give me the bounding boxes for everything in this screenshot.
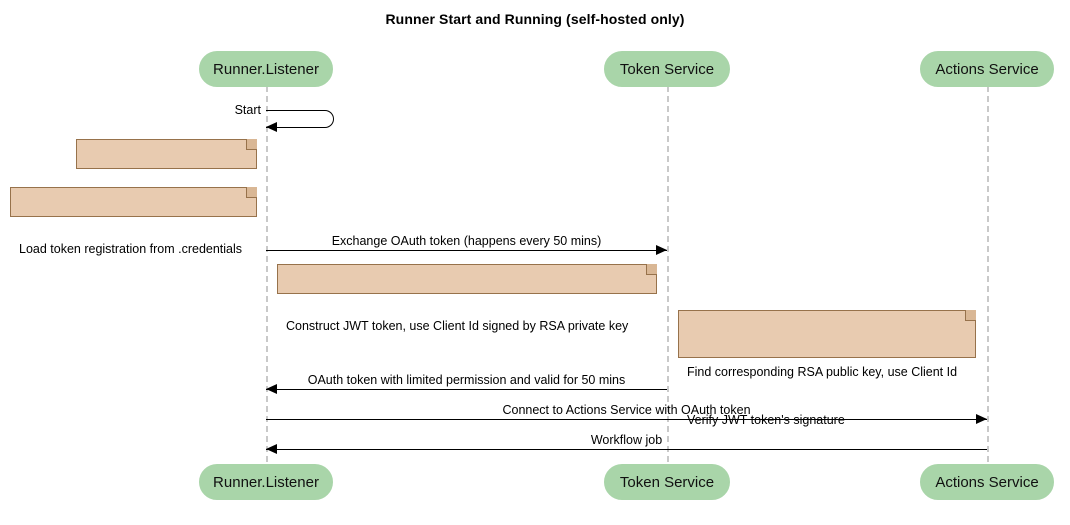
message-label-exchange-oauth-token: Exchange OAuth token (happens every 50 m… — [331, 234, 602, 248]
participant-label: Token Service — [619, 473, 715, 491]
message-label-connect-actions-service: Connect to Actions Service with OAuth to… — [502, 403, 751, 417]
participant-label: Runner.Listener — [213, 60, 319, 78]
message-label-workflow-job: Workflow job — [590, 433, 663, 447]
lifeline-actions — [987, 86, 989, 462]
arrowhead-start — [266, 122, 277, 132]
participant-actions-bottom[interactable]: Actions Service — [920, 464, 1054, 500]
arrowhead-oauth-token-returned — [266, 384, 277, 394]
participant-token-bottom[interactable]: Token Service — [604, 464, 730, 500]
note-fold-icon — [965, 310, 976, 321]
self-message-start — [266, 110, 334, 128]
participant-token-top[interactable]: Token Service — [604, 51, 730, 87]
message-line-exchange-oauth-token — [266, 250, 667, 251]
note-load-token-registration: Load token registration from .credential… — [10, 187, 257, 256]
note-line: Find corresponding RSA public key, use C… — [687, 365, 958, 379]
participant-runner-top[interactable]: Runner.Listener — [199, 51, 333, 87]
note-line: Construct JWT token, use Client Id signe… — [286, 319, 629, 333]
note-construct-jwt-token: Construct JWT token, use Client Id signe… — [277, 264, 657, 333]
participant-label: Actions Service — [935, 473, 1039, 491]
participant-actions-top[interactable]: Actions Service — [920, 51, 1054, 87]
message-label-oauth-token-returned: OAuth token with limited permission and … — [307, 373, 626, 387]
note-verify-jwt-signature: Find corresponding RSA public key, use C… — [678, 310, 976, 427]
note-fold-icon — [646, 264, 657, 275]
message-line-workflow-job — [266, 449, 987, 450]
message-label-start: Start — [234, 103, 261, 117]
participant-runner-bottom[interactable]: Runner.Listener — [199, 464, 333, 500]
lifeline-runner — [266, 86, 268, 462]
note-fold-icon — [246, 139, 257, 150]
note-load-config: Load config info from .runner — [76, 139, 257, 208]
participant-label: Runner.Listener — [213, 473, 319, 491]
lifeline-token — [667, 86, 669, 462]
note-line: Load token registration from .credential… — [19, 242, 243, 256]
arrowhead-connect-actions-service — [976, 414, 987, 424]
message-line-oauth-token-returned — [266, 389, 667, 390]
arrowhead-workflow-job — [266, 444, 277, 454]
note-line: Verify JWT token's signature — [687, 413, 845, 427]
participant-label: Token Service — [619, 60, 715, 78]
arrowhead-exchange-oauth-token — [656, 245, 667, 255]
message-line-connect-actions-service — [266, 419, 987, 420]
note-fold-icon — [246, 187, 257, 198]
participant-label: Actions Service — [935, 60, 1039, 78]
page-title: Runner Start and Running (self-hosted on… — [385, 11, 685, 27]
